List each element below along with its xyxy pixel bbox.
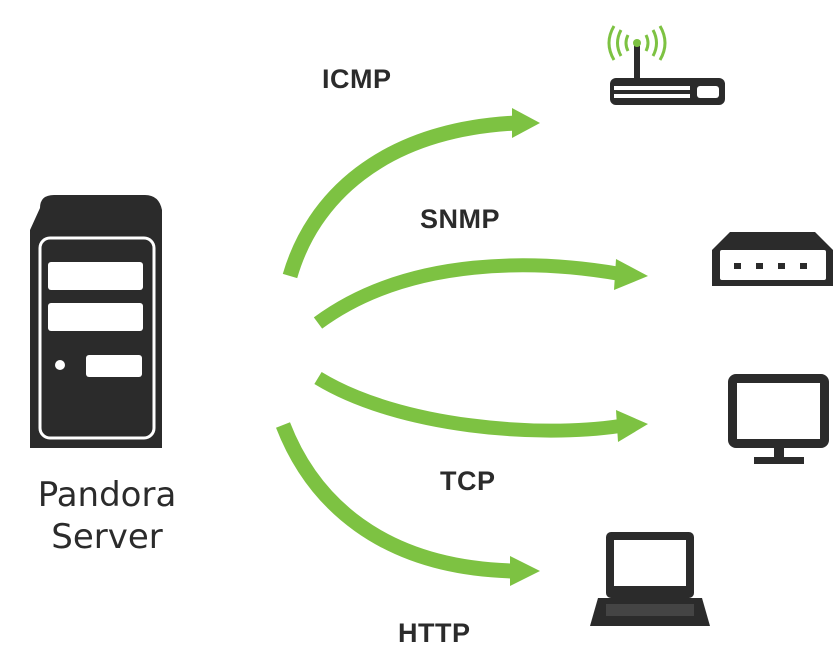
server-label-line2: Server: [51, 517, 163, 557]
server-label-line1: Pandora: [37, 475, 177, 515]
protocol-label-icmp: ICMP: [322, 64, 392, 94]
server-label: Pandora Server: [22, 474, 192, 558]
protocol-label-http: HTTP: [398, 618, 471, 648]
server-tower-icon: [30, 195, 162, 448]
wifi-router-icon: [607, 25, 725, 105]
arrow-tcp: [314, 372, 648, 442]
monitor-icon: [728, 374, 829, 464]
arrow-icmp: [282, 108, 540, 279]
protocol-label-snmp: SNMP: [420, 204, 501, 234]
network-switch-icon: [712, 232, 833, 286]
protocol-label-tcp: TCP: [440, 466, 496, 496]
laptop-icon: [590, 532, 710, 626]
arrow-snmp: [313, 258, 648, 329]
arrow-http: [276, 422, 540, 586]
